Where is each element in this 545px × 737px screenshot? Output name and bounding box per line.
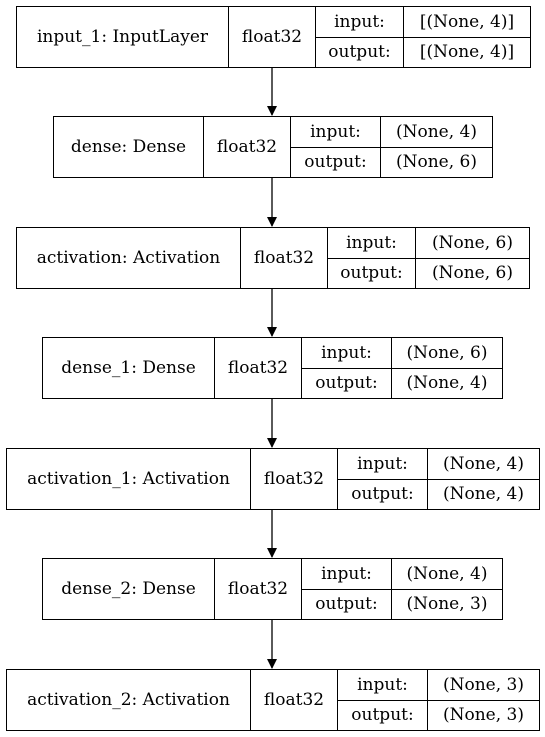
- layer-node-input-1: input_1: InputLayer float32 input: outpu…: [16, 6, 531, 68]
- output-shape: [(None, 4)]: [419, 42, 515, 63]
- io-labels: input: output:: [328, 228, 416, 288]
- layer-dtype: float32: [215, 338, 302, 398]
- layer-node-dense: dense: Dense float32 input: output: (Non…: [53, 116, 493, 178]
- io-shapes: (None, 4) (None, 4): [428, 449, 539, 509]
- layer-name: dense_1: Dense: [43, 338, 215, 398]
- layer-name: dense: Dense: [54, 117, 204, 177]
- output-label: output:: [315, 594, 378, 615]
- output-shape: (None, 6): [431, 263, 513, 284]
- layer-name: activation: Activation: [17, 228, 241, 288]
- input-label: input:: [291, 117, 380, 148]
- input-shape: (None, 6): [392, 338, 502, 369]
- input-shape: [(None, 4)]: [404, 7, 530, 38]
- output-shape: (None, 3): [442, 705, 524, 726]
- output-shape: (None, 4): [406, 373, 488, 394]
- output-label: output:: [328, 42, 391, 63]
- input-label: input:: [316, 7, 403, 38]
- io-labels: input: output:: [338, 449, 428, 509]
- output-shape: (None, 6): [395, 152, 477, 173]
- layer-name: activation_2: Activation: [7, 670, 251, 730]
- io-shapes: (None, 6) (None, 6): [416, 228, 529, 288]
- layer-dtype: float32: [251, 670, 338, 730]
- io-shapes: (None, 3) (None, 3): [428, 670, 539, 730]
- layer-name: dense_2: Dense: [43, 559, 215, 619]
- output-label: output:: [340, 263, 403, 284]
- output-shape: (None, 4): [442, 484, 524, 505]
- layer-node-activation-2: activation_2: Activation float32 input: …: [6, 669, 540, 731]
- io-labels: input: output:: [291, 117, 381, 177]
- input-label: input:: [338, 670, 427, 701]
- layer-node-dense-1: dense_1: Dense float32 input: output: (N…: [42, 337, 503, 399]
- input-label: input:: [328, 228, 415, 259]
- input-label: input:: [302, 338, 391, 369]
- output-label: output:: [315, 373, 378, 394]
- layer-node-dense-2: dense_2: Dense float32 input: output: (N…: [42, 558, 503, 620]
- io-shapes: (None, 4) (None, 3): [392, 559, 502, 619]
- input-shape: (None, 4): [428, 449, 539, 480]
- io-labels: input: output:: [302, 559, 392, 619]
- io-labels: input: output:: [338, 670, 428, 730]
- layer-node-activation: activation: Activation float32 input: ou…: [16, 227, 530, 289]
- input-shape: (None, 4): [381, 117, 492, 148]
- output-label: output:: [351, 705, 414, 726]
- input-label: input:: [338, 449, 427, 480]
- input-shape: (None, 6): [416, 228, 529, 259]
- layer-dtype: float32: [251, 449, 338, 509]
- output-label: output:: [351, 484, 414, 505]
- layer-dtype: float32: [215, 559, 302, 619]
- input-shape: (None, 4): [392, 559, 502, 590]
- io-shapes: (None, 6) (None, 4): [392, 338, 502, 398]
- layer-dtype: float32: [204, 117, 291, 177]
- io-shapes: (None, 4) (None, 6): [381, 117, 492, 177]
- layer-name: activation_1: Activation: [7, 449, 251, 509]
- io-shapes: [(None, 4)] [(None, 4)]: [404, 7, 530, 67]
- layer-dtype: float32: [241, 228, 328, 288]
- layer-dtype: float32: [229, 7, 316, 67]
- io-labels: input: output:: [302, 338, 392, 398]
- layer-node-activation-1: activation_1: Activation float32 input: …: [6, 448, 540, 510]
- output-shape: (None, 3): [406, 594, 488, 615]
- output-label: output:: [304, 152, 367, 173]
- input-shape: (None, 3): [428, 670, 539, 701]
- layer-name: input_1: InputLayer: [17, 7, 229, 67]
- io-labels: input: output:: [316, 7, 404, 67]
- input-label: input:: [302, 559, 391, 590]
